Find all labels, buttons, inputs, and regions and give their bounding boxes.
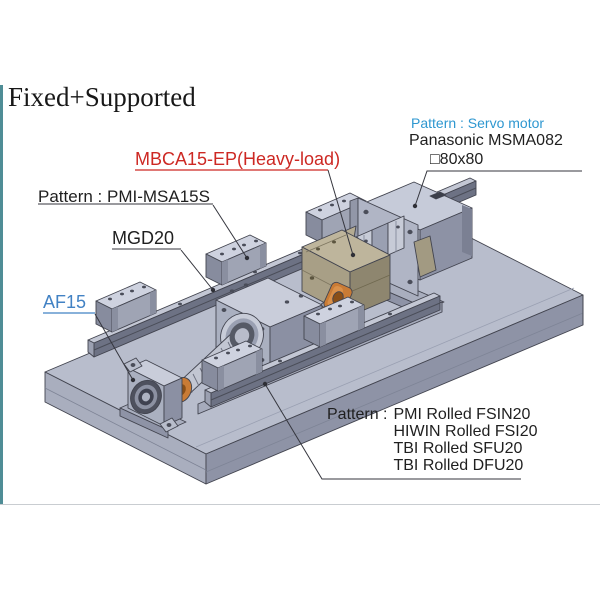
callout-annotations xyxy=(38,169,582,480)
leader-dot-screw-pattern xyxy=(262,381,268,387)
leader-dot-af xyxy=(130,377,136,383)
screw-pattern-item: TBI Rolled SFU20 xyxy=(393,440,523,457)
leader-line-screw-pattern xyxy=(264,383,521,480)
label-guide-pattern: Pattern : PMI-MSA15S xyxy=(38,187,210,206)
leader-line-mbca xyxy=(327,169,354,256)
leader-dot-mgd xyxy=(210,287,216,293)
screw-pattern-item: TBI Rolled DFU20 xyxy=(393,457,524,474)
leader-dot-guide-pattern xyxy=(244,255,250,261)
label-bearing-mount-mbca: MBCA15-EP(Heavy-load) xyxy=(135,149,341,169)
screw-pattern-prefix: Pattern : xyxy=(327,406,388,423)
fixed-bearing-block xyxy=(301,229,391,317)
page-bottom-rule xyxy=(0,504,600,505)
label-servo-model: Panasonic MSMA082 xyxy=(409,132,563,149)
leader-dot-mbca xyxy=(350,252,356,258)
label-support-af15: AF15 xyxy=(43,292,87,312)
support-bearing-af15 xyxy=(119,357,187,439)
label-servo-size: □80x80 xyxy=(430,151,484,168)
leader-line-mgd xyxy=(180,249,214,291)
screw-pattern-item: HIWIN Rolled FSI20 xyxy=(393,423,538,440)
rail-carriage xyxy=(95,281,157,333)
rail-carriage xyxy=(201,340,263,392)
leader-line-guide-pattern xyxy=(212,204,248,259)
screw-pattern-item: PMI Rolled FSIN20 xyxy=(393,406,531,423)
rail-carriage xyxy=(303,296,365,348)
page-title: Fixed+Supported xyxy=(8,82,196,112)
label-rail-mgd20: MGD20 xyxy=(112,228,175,248)
label-servo-pattern: Pattern : Servo motor xyxy=(411,115,545,131)
page-left-border xyxy=(0,85,3,505)
rail-carriage xyxy=(205,234,267,286)
leader-dot-servo xyxy=(412,203,418,209)
label-screw-patterns: Pattern : PMI Rolled FSIN20 HIWIN Rolled… xyxy=(327,406,538,474)
leader-line-servo xyxy=(414,170,582,207)
leader-line-af xyxy=(94,313,134,381)
